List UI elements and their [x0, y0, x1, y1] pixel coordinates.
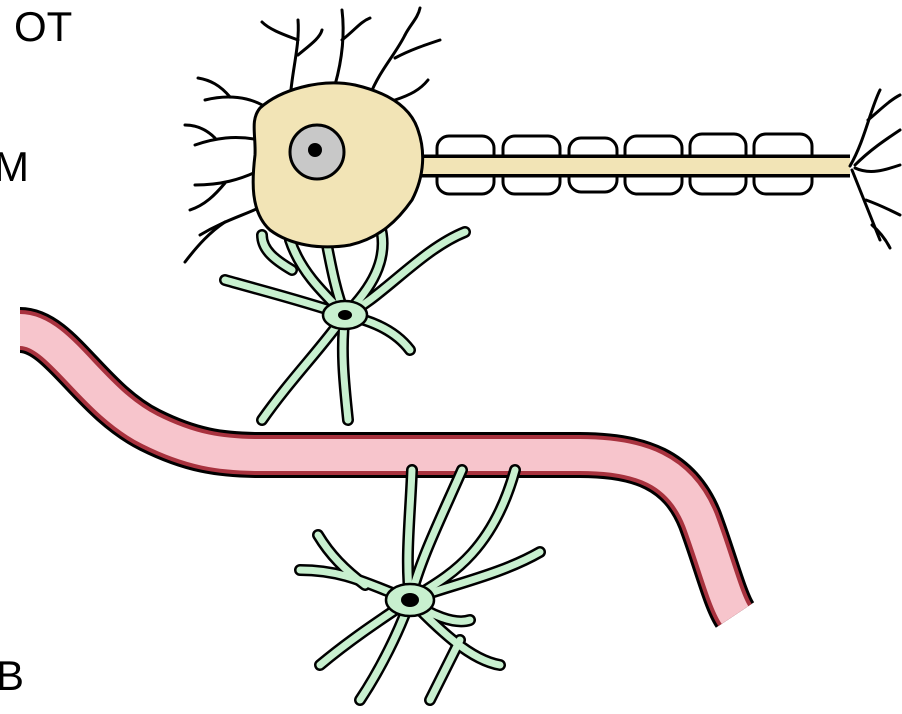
- label-middle: М: [0, 146, 29, 188]
- astrocyte-upper: [225, 225, 465, 420]
- neuron-nucleolus: [308, 143, 322, 157]
- axon-core-over: [420, 158, 850, 174]
- label-top: ОТ: [14, 6, 72, 48]
- axon: [400, 134, 850, 194]
- label-bottom: В: [0, 655, 24, 697]
- neuron: [185, 8, 440, 262]
- astrocyte-lower: [300, 470, 540, 700]
- astrocyte-lower-nucleus: [401, 593, 419, 607]
- astrocyte-upper-nucleus: [338, 310, 352, 320]
- blood-vessel: [20, 330, 735, 615]
- axon-terminal: [850, 90, 900, 248]
